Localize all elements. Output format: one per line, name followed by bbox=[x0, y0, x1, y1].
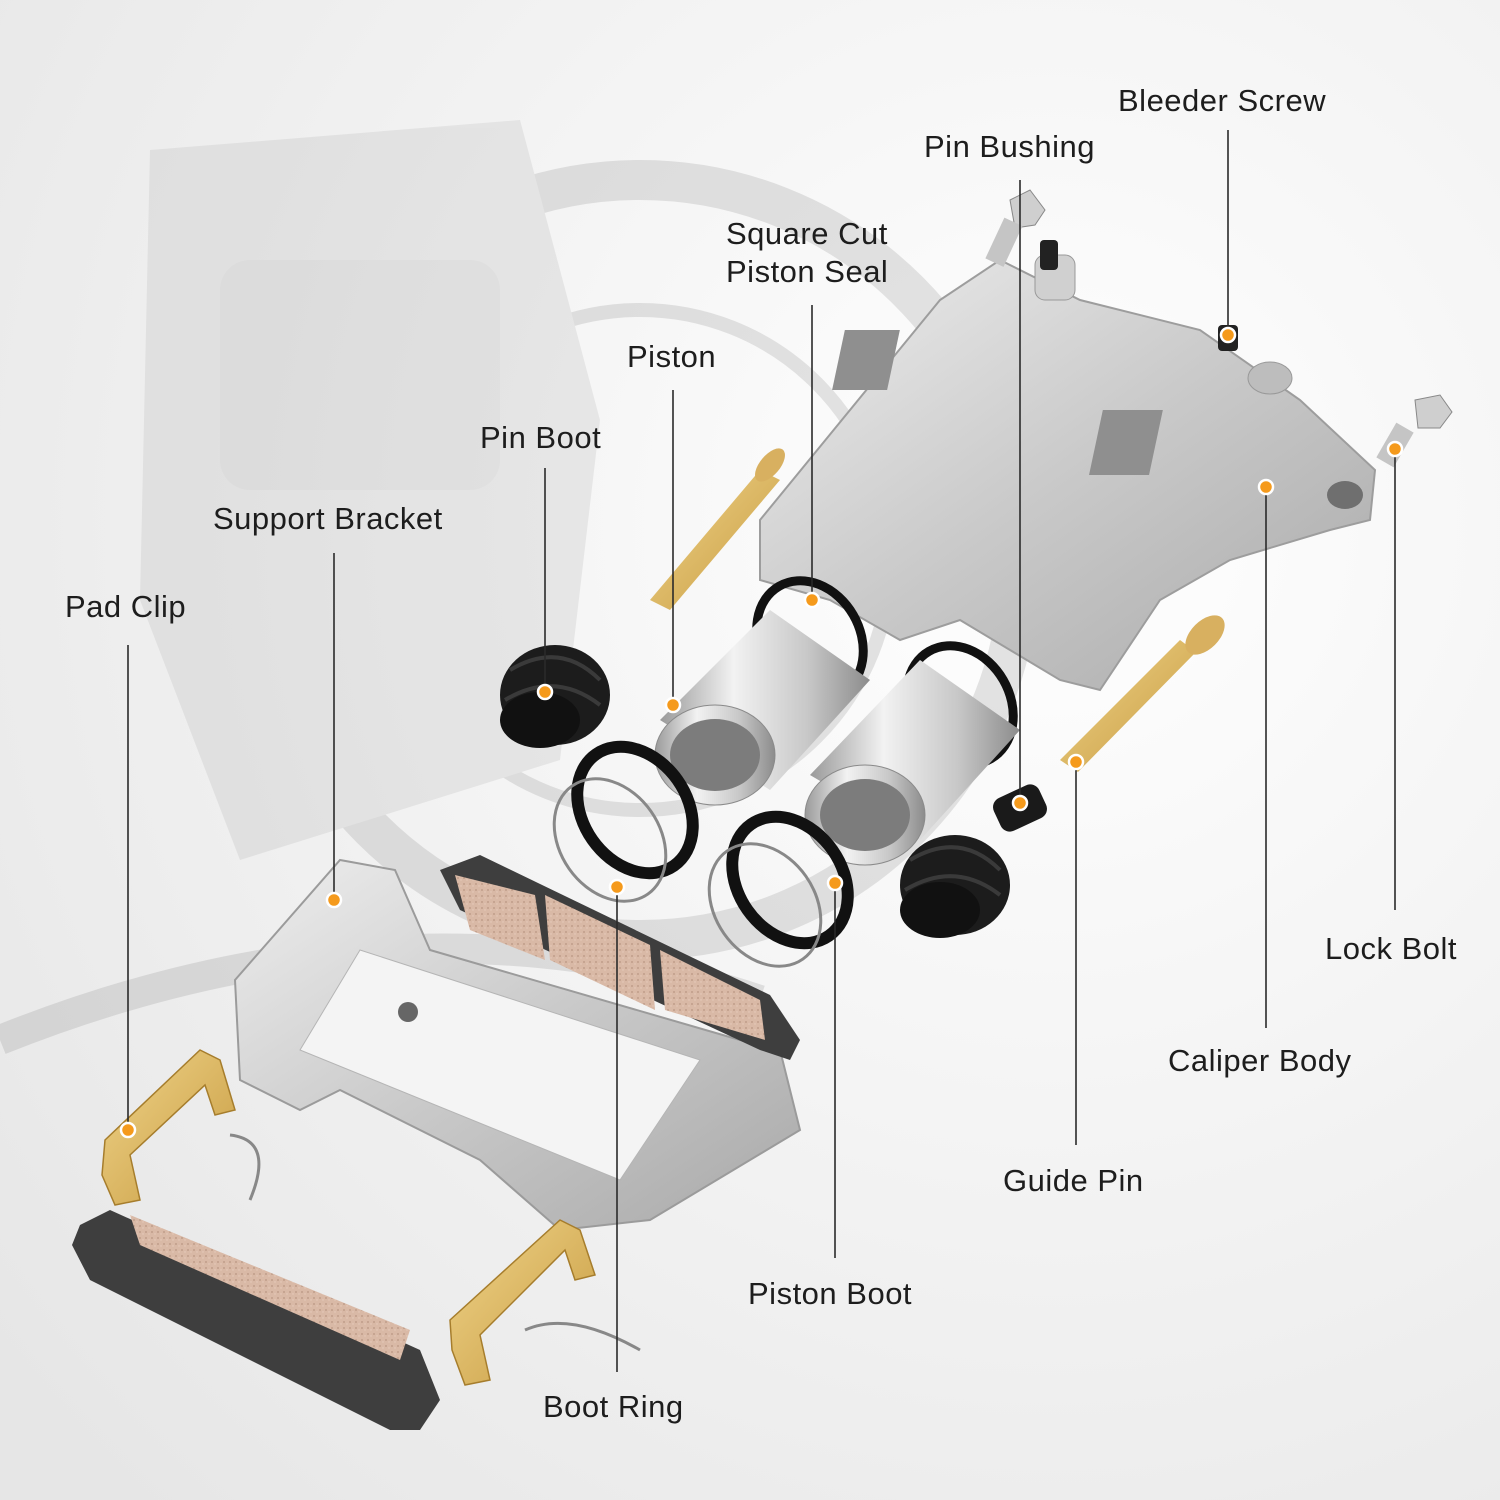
pin-boot-part bbox=[500, 645, 1010, 938]
brake-pad-part bbox=[72, 855, 800, 1430]
label-square-cut-piston-seal-line1: Square Cut bbox=[726, 216, 888, 251]
label-pin-boot: Pin Boot bbox=[480, 420, 602, 455]
callout-dots bbox=[119, 326, 1404, 1139]
label-guide-pin: Guide Pin bbox=[1003, 1163, 1144, 1198]
callout-dot-boot-ring bbox=[608, 878, 626, 896]
callout-dot-lock-bolt bbox=[1386, 440, 1404, 458]
callout-dot-guide-pin bbox=[1067, 753, 1085, 771]
label-piston-boot: Piston Boot bbox=[748, 1276, 913, 1311]
guide-pin-part bbox=[650, 448, 1225, 772]
callout-dot-pad-clip bbox=[119, 1121, 137, 1139]
callout-dot-piston-boot bbox=[826, 874, 844, 892]
callout-dot-bleeder-screw bbox=[1219, 326, 1237, 344]
callout-dot-pin-bushing bbox=[1011, 794, 1029, 812]
support-bracket-part bbox=[233, 858, 802, 1232]
label-pin-bushing: Pin Bushing bbox=[924, 129, 1095, 164]
label-square-cut-piston-seal: Square Cut Piston Seal bbox=[726, 215, 888, 291]
label-caliper-body: Caliper Body bbox=[1168, 1043, 1352, 1078]
label-bleeder-screw: Bleeder Screw bbox=[1118, 83, 1327, 118]
label-pad-clip: Pad Clip bbox=[65, 589, 187, 624]
label-support-bracket: Support Bracket bbox=[213, 501, 443, 536]
label-square-cut-piston-seal-line2: Piston Seal bbox=[726, 254, 889, 289]
boot-ring-part bbox=[229, 777, 823, 1352]
callout-dot-pin-boot bbox=[536, 683, 554, 701]
leader-lines bbox=[127, 130, 1396, 1372]
callout-dot-caliper-body bbox=[1257, 478, 1275, 496]
label-boot-ring: Boot Ring bbox=[543, 1389, 684, 1424]
callout-dot-support-bracket bbox=[325, 891, 343, 909]
callout-dot-square-cut-piston-seal bbox=[803, 591, 821, 609]
label-lock-bolt: Lock Bolt bbox=[1325, 931, 1458, 966]
callout-dot-piston bbox=[664, 696, 682, 714]
piston-boot-part bbox=[571, 740, 854, 950]
piston-part bbox=[654, 610, 1020, 866]
label-piston: Piston bbox=[627, 339, 717, 374]
